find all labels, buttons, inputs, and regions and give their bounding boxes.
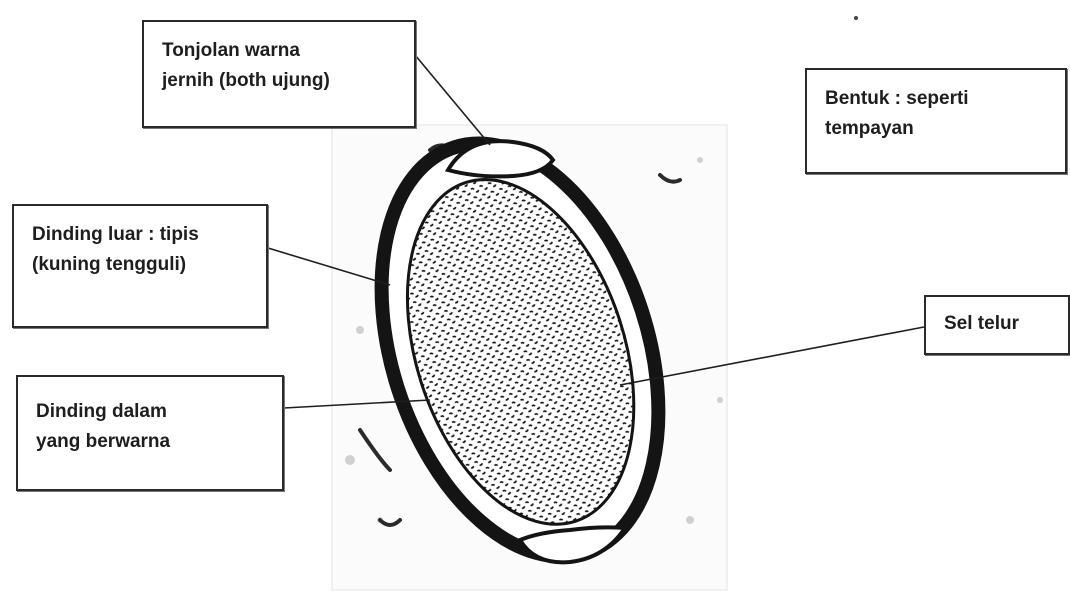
label-dinding-dalam-line1: Dinding dalam [36,397,268,427]
label-bentuk-line2: tempayan [825,114,1051,144]
label-tonjolan-line1: Tonjolan warna [162,36,400,66]
label-dinding-dalam-line2: yang berwarna [36,427,268,457]
label-dinding-luar-box: Dinding luar : tipis (kuning tengguli) [12,204,268,328]
label-tonjolan-box: Tonjolan warna jernih (both ujung) [142,20,416,128]
label-dinding-luar-line1: Dinding luar : tipis [32,220,252,250]
label-tonjolan-line2: jernih (both ujung) [162,66,400,96]
paper-speck [854,16,858,20]
label-bentuk-box: Bentuk : seperti tempayan [805,68,1067,174]
label-sel-telur-box: Sel telur [924,295,1070,355]
label-dinding-luar-line2: (kuning tengguli) [32,250,252,280]
label-sel-telur-line1: Sel telur [944,309,1054,339]
label-dinding-dalam-box: Dinding dalam yang berwarna [16,375,284,491]
label-bentuk-line1: Bentuk : seperti [825,84,1051,114]
